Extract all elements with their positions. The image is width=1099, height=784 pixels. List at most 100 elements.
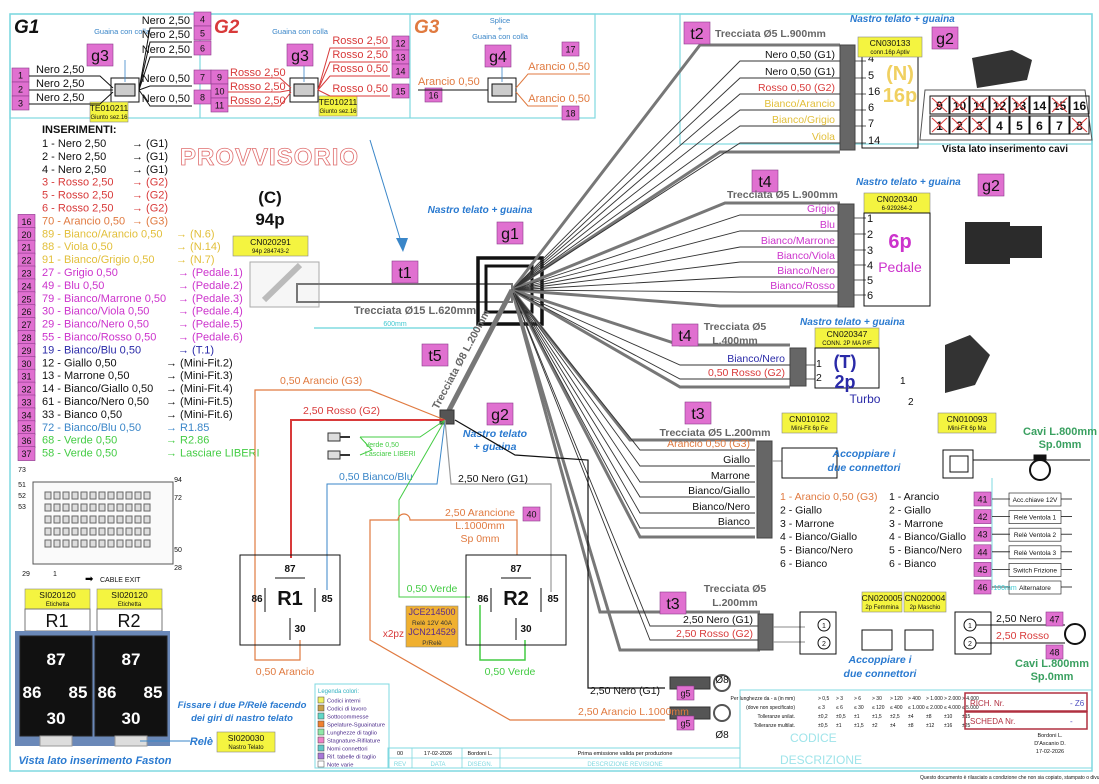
ecu-pin: [134, 515, 142, 524]
ecu-pin: [80, 503, 88, 512]
pin-cell-number: 7: [1056, 119, 1063, 133]
relay-part-line: P/Relè: [422, 640, 442, 647]
wire-number-text: 9: [217, 73, 222, 83]
insertion-badge-text: 22: [21, 256, 31, 266]
t3p-cable-sheath: [510, 289, 760, 652]
t4t-wire-label: 0,50 Rosso (G2): [708, 367, 785, 379]
title-person: 17-02-2026: [1036, 749, 1064, 755]
wire: [228, 77, 292, 89]
t4t-tag: [671, 323, 699, 347]
rev-header: DISEGN.: [468, 762, 493, 768]
ecu-pin-number: 73: [18, 467, 26, 474]
insertion-destination: → (G2): [132, 177, 168, 189]
ecu-pin: [62, 539, 70, 548]
watermark-provvisorio: PROVVISORIO: [180, 144, 359, 171]
couple-note: due connettori: [828, 462, 902, 474]
insertion-badge-text: 30: [21, 359, 31, 369]
wire-number-text: 3: [18, 99, 23, 109]
wire-number-text: 4: [200, 15, 205, 25]
part-code: SI020120: [111, 590, 148, 600]
arancio-g3-wire: [254, 389, 446, 661]
part-desc: Nastro Telato: [228, 745, 264, 751]
insertion-item: 49 - Blu 0,50: [42, 280, 104, 292]
rich-label: RICH. Nr.: [970, 699, 1004, 708]
t4-wire: [511, 289, 840, 293]
insertion-badge: [17, 446, 36, 461]
arancione-label: Sp 0mm: [460, 533, 499, 545]
pin-excluded-mark: [931, 117, 948, 133]
t4-wire: [511, 230, 840, 291]
legend-swatch: [317, 744, 325, 752]
g3-note: +: [498, 24, 503, 33]
turbo-connector-photo: [945, 335, 990, 393]
t4t-wire: [511, 289, 790, 366]
legend-title: Legenda colori:: [318, 689, 359, 695]
pin-cell: [1069, 95, 1090, 115]
tolerance-cell: ≤ 6: [836, 705, 843, 711]
tolerance-cell: ±15: [962, 714, 971, 720]
insertion-destination: → (N.14): [176, 241, 221, 253]
tolerance-cell: ±10: [944, 714, 953, 720]
insertion-destination: → (Mini-Fit.2): [166, 357, 233, 369]
faston-terminal: [327, 450, 341, 460]
ecu-pin: [44, 515, 52, 524]
minifit-female-pin: 6 - Bianco: [780, 558, 827, 570]
wire: [228, 89, 292, 93]
ecu-pin: [134, 527, 142, 536]
pin-1: [817, 618, 831, 632]
pin-cell-number: 2: [956, 119, 963, 133]
insertion-item: 19 - Bianco/Blu 0,50: [42, 344, 141, 356]
tolerance-cell: ±1,5: [854, 723, 864, 729]
socket-clip: [39, 735, 73, 747]
pin-excluded-mark: [951, 97, 968, 113]
part-code: SI020030: [228, 733, 265, 743]
power-male-plug: [904, 629, 934, 651]
ecu-pin: [62, 527, 70, 536]
insertion-destination: → Lasciare LIBERI: [166, 448, 260, 460]
r1-name: R1: [277, 588, 303, 610]
socket-pin-30: 30: [47, 709, 66, 728]
t3-wire: [511, 289, 755, 483]
part-code: CN020340: [877, 194, 918, 204]
pin-number: 2: [822, 641, 826, 648]
wire-number-text: 12: [395, 39, 405, 49]
t3p-tag: [659, 591, 687, 615]
connector-pins: 94p: [255, 210, 284, 229]
tolerance-cell: > 0,5: [818, 696, 829, 702]
t1-tag-text: t1: [398, 265, 411, 282]
ecu-pin: [98, 515, 106, 524]
tolerance-cell: ±0,5: [836, 714, 846, 720]
t3-tag-text: t3: [691, 406, 704, 423]
insertion-item: 29 - Bianco/Nero 0,50: [42, 319, 149, 331]
ecu-pin: [44, 539, 52, 548]
rev-cell: 00: [397, 751, 403, 757]
ecu-pin: [143, 527, 151, 536]
legend-item: Stagnature-Rifilature: [327, 739, 380, 745]
insertion-destination: → (Pedale.6): [178, 332, 243, 344]
insertion-item: 5 - Rosso 2,50: [42, 190, 114, 202]
out-nero-badge-text: 47: [1049, 615, 1059, 625]
out-rosso-badge: [1045, 644, 1064, 660]
insertion-list-title: INSERIMENTI:: [42, 124, 117, 136]
t4-wire-label: Bianco/Nero: [777, 265, 835, 277]
g1-title: G1: [14, 17, 39, 38]
insertion-destination: → (Mini-Fit.3): [166, 370, 233, 382]
t2-pin: 7: [868, 118, 874, 130]
part-code: SI020120: [39, 590, 76, 600]
couple-note: due connettori: [844, 668, 918, 680]
t5-tape-note: Nastro telato: [463, 428, 528, 440]
ecu-pin: [80, 539, 88, 548]
ecu-pin: [125, 491, 133, 500]
insertion-destination: → R1.85: [166, 422, 209, 434]
wire-number: [391, 83, 410, 99]
t4-cable-sheath: [511, 201, 840, 292]
g5-tag: [676, 685, 695, 701]
wire-number-text: 15: [395, 87, 405, 97]
t2-pins-count: 16p: [883, 85, 917, 107]
insertion-destination: → (Pedale.4): [178, 306, 243, 318]
insertion-badge-text: 25: [21, 294, 31, 304]
output-badge: [973, 544, 992, 560]
tolerance-cell: ±0,2: [818, 714, 828, 720]
ecu-pin: [107, 515, 115, 524]
